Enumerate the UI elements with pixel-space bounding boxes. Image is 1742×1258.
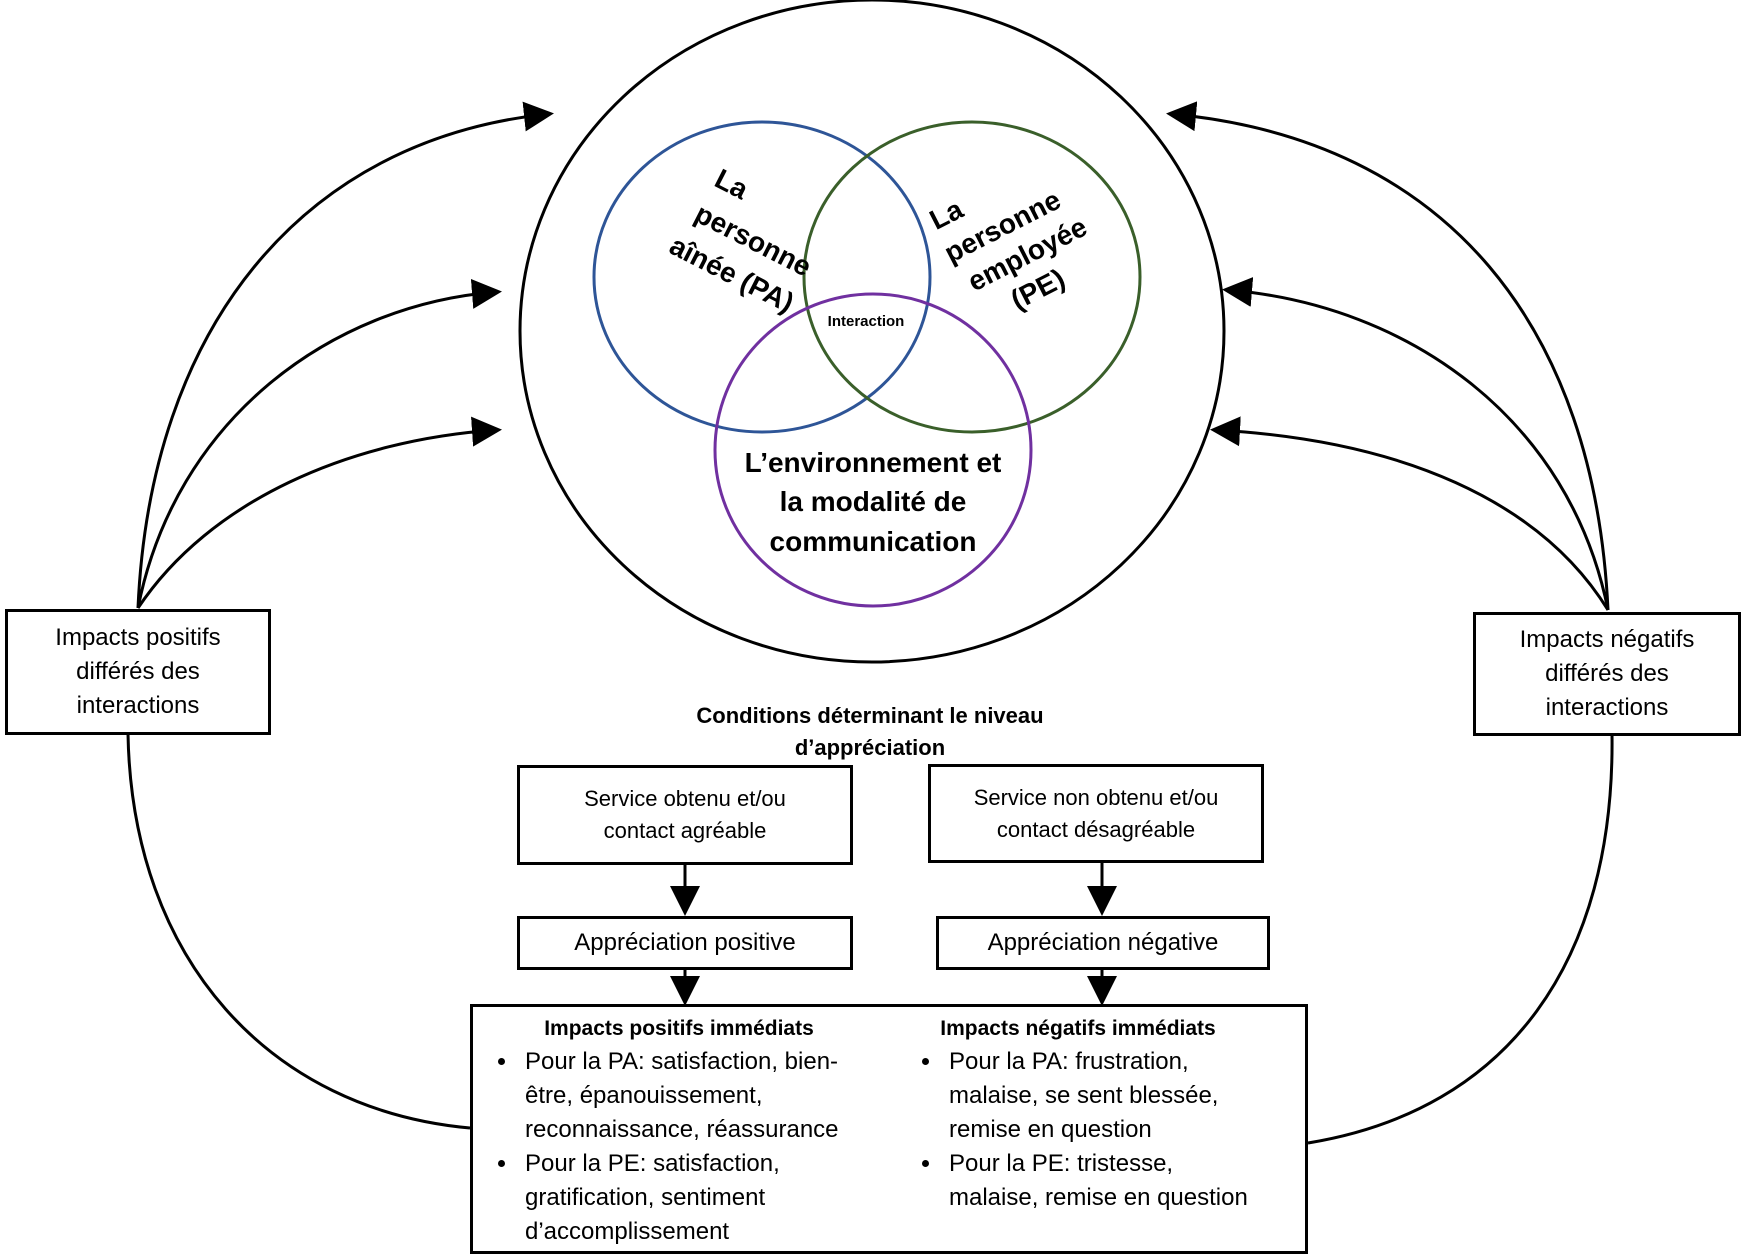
box-immediate-impacts: Impacts positifs immédiats Pour la PA: s… <box>470 1004 1308 1254</box>
venn-circle-pa <box>592 120 932 434</box>
negative-impacts-list: Pour la PA: frustration, malaise, se sen… <box>903 1045 1253 1215</box>
column-negative-impacts: Impacts négatifs immédiats Pour la PA: f… <box>903 1015 1253 1215</box>
box-negative-appreciation: Appréciation négative <box>936 916 1270 970</box>
arrow-left-bottom <box>136 416 502 609</box>
label-env: L’environnement et la modalité de commun… <box>745 447 1002 557</box>
list-item: Pour la PA: satisfaction, bien-être, épa… <box>519 1045 879 1147</box>
box-positive-deferred-impacts: Impacts positifs différés des interactio… <box>5 609 271 735</box>
venn-circle-pe <box>802 120 1142 434</box>
label-interaction: Interaction <box>828 313 905 330</box>
arrow-left-top <box>136 101 554 609</box>
label-env-line-3: communication <box>770 526 977 557</box>
arrow-left-middle <box>136 278 502 609</box>
list-item: Pour la PE: satisfaction, gratification,… <box>519 1147 879 1249</box>
positive-impacts-title: Impacts positifs immédiats <box>544 1017 814 1040</box>
venn-circle-env <box>713 292 1033 608</box>
arrow-right-middle <box>1222 277 1610 611</box>
box-negative-condition: Service non obtenu et/ou contact désagré… <box>928 764 1264 863</box>
arc-left-lower <box>126 733 471 1130</box>
list-item: Pour la PE: tristesse, malaise, remise e… <box>943 1147 1253 1215</box>
label-pe: La personne employée (PE) <box>925 184 1092 316</box>
column-positive-impacts: Impacts positifs immédiats Pour la PA: s… <box>479 1015 879 1249</box>
label-env-line-2: la modalité de <box>780 486 967 517</box>
list-item: Pour la PA: frustration, malaise, se sen… <box>943 1045 1253 1147</box>
arc-right-lower <box>1307 733 1614 1145</box>
box-positive-appreciation: Appréciation positive <box>517 916 853 970</box>
negative-impacts-title: Impacts négatifs immédiats <box>940 1017 1216 1040</box>
positive-impacts-list: Pour la PA: satisfaction, bien-être, épa… <box>479 1045 879 1249</box>
outer-circle <box>518 0 1226 664</box>
label-pa-line-1: La <box>710 163 754 206</box>
arrow-right-top <box>1166 101 1610 611</box>
box-positive-condition: Service obtenu et/ou contact agréable <box>517 765 853 865</box>
box-negative-deferred-impacts: Impacts négatifs différés des interactio… <box>1473 612 1741 736</box>
label-env-line-1: L’environnement et <box>745 447 1002 478</box>
conditions-title: Conditions déterminant le niveau d’appré… <box>696 703 1044 760</box>
arrow-right-bottom <box>1210 416 1610 611</box>
